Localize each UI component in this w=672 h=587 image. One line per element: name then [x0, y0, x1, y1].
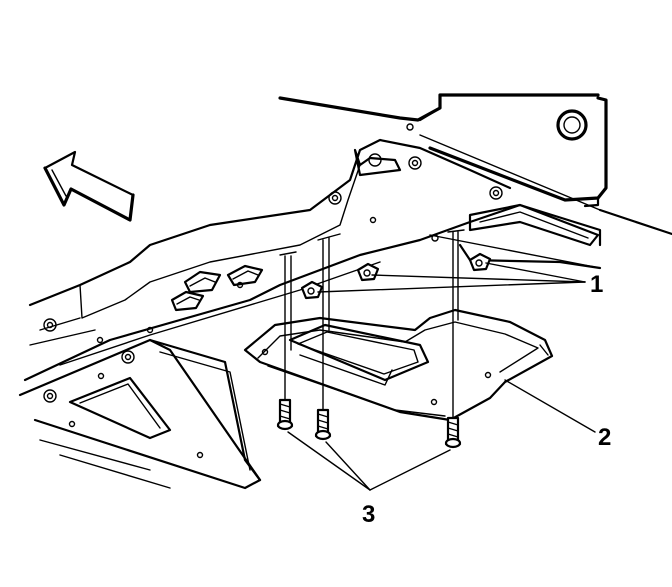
bolts	[276, 398, 462, 449]
floor-pan-pockets	[170, 264, 264, 312]
frame-rail	[28, 138, 512, 346]
rear-body-panel	[278, 93, 672, 236]
shield-panel	[243, 308, 554, 422]
callout-2: 2	[598, 424, 611, 451]
callout-leaders	[287, 262, 596, 491]
nut-clips	[300, 252, 492, 300]
lower-left-body	[18, 318, 262, 490]
callout-1: 1	[590, 271, 603, 298]
front-direction-arrow-icon	[43, 150, 135, 222]
floor-crossmember	[23, 203, 602, 382]
alignment-lines	[279, 229, 465, 421]
callout-3: 3	[362, 501, 375, 528]
